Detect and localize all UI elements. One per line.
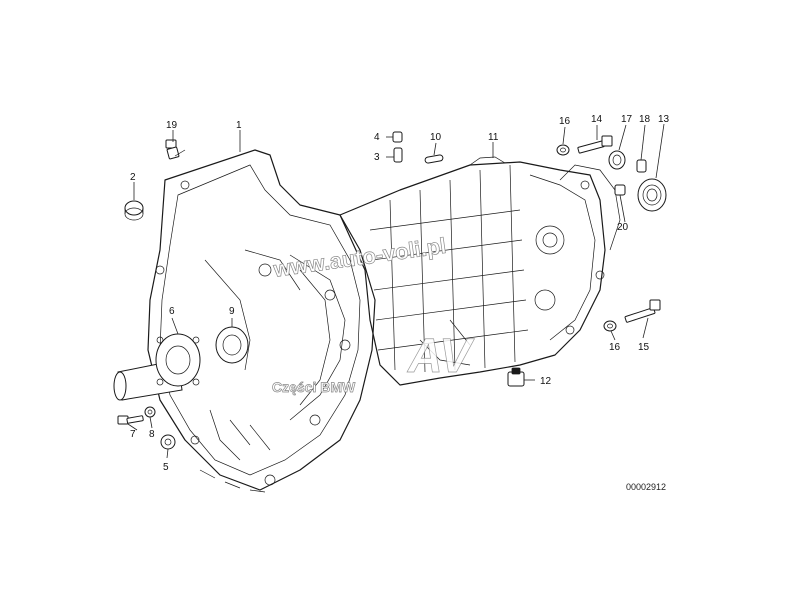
callout-15: 15 [638, 342, 650, 353]
watermark: www.auto-voli.pl AV Części BMW [271, 233, 476, 396]
part-2-plug [124, 200, 144, 221]
callout-20: 20 [617, 222, 629, 233]
callout-12: 12 [540, 376, 552, 387]
part-16-washer-bottom [603, 320, 617, 332]
part-12-mount [507, 367, 525, 387]
callout-1: 1 [236, 120, 242, 131]
bell-housing [147, 149, 376, 493]
part-17-seal [608, 150, 626, 170]
callout-17: 17 [621, 114, 633, 125]
part-8-washer [144, 406, 156, 418]
part-9-oil-seal [215, 326, 249, 364]
part-13-shaft-seal [637, 178, 667, 212]
callout-9: 9 [229, 306, 235, 317]
callout-5: 5 [163, 462, 169, 473]
callout-13: 13 [658, 114, 670, 125]
part-3-pin [393, 147, 403, 163]
part-15-bolt [624, 299, 661, 323]
callout-3: 3 [374, 152, 380, 163]
part-7-bolt [117, 415, 144, 425]
callout-19: 19 [166, 120, 178, 131]
part-4-cap [392, 131, 403, 143]
part-19-sensor [165, 139, 186, 160]
part-6-input-shaft [113, 333, 201, 401]
callout-10: 10 [430, 132, 442, 143]
callout-14: 14 [591, 114, 603, 125]
gearbox-case [339, 156, 621, 386]
callout-16-bottom: 16 [609, 342, 621, 353]
callout-4: 4 [374, 132, 380, 143]
callout-2: 2 [130, 172, 136, 183]
callout-11: 11 [488, 132, 499, 143]
part-10-pin [424, 154, 444, 164]
part-14-bolt [577, 135, 613, 154]
callout-18: 18 [639, 114, 651, 125]
callout-6: 6 [169, 306, 175, 317]
watermark-caption: Części BMW [272, 379, 356, 395]
callout-labels: 19 1 2 4 3 10 11 16 14 17 18 13 20 6 9 7… [130, 114, 670, 473]
callout-16-top: 16 [559, 116, 571, 127]
part-5-bushing [160, 434, 176, 450]
callout-7: 7 [130, 429, 136, 440]
callout-8: 8 [149, 429, 155, 440]
leader-lines [127, 123, 665, 459]
watermark-site: www.auto-voli.pl [271, 233, 448, 282]
diagram-reference-number: 00002912 [626, 482, 666, 492]
part-16-washer-top [556, 144, 570, 156]
watermark-logo: AV [407, 330, 475, 383]
